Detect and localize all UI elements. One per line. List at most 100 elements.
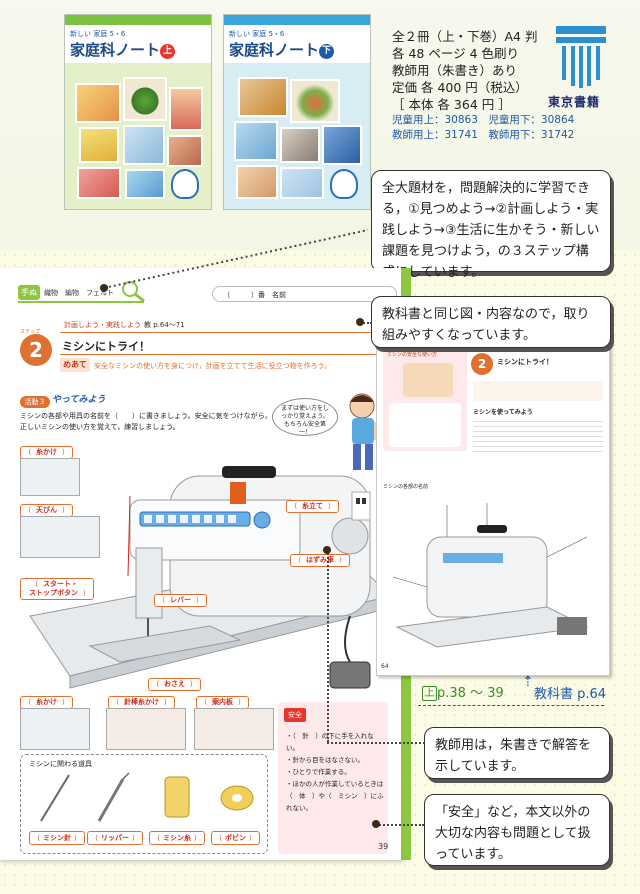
meate-label: めあて	[60, 358, 90, 372]
callout-same-content: 教科書と同じ図・内容なので，取り組みやすくなっています。	[371, 296, 611, 348]
tool-label: （ミシン糸）	[149, 831, 205, 845]
textbook-ref: 教 p.64〜71	[144, 321, 185, 329]
ref-underline	[418, 705, 604, 706]
inset-machine-diagram	[392, 503, 589, 648]
detail-photo	[20, 458, 80, 496]
tools-title: ミシンに関わる道具	[29, 760, 92, 768]
product-codes: 児童用上：30863 児童用下：30864 教師用上：31741 教師用下：31…	[392, 113, 574, 143]
cover-photo	[290, 79, 340, 123]
safety-list: ・（ 針 ）の下に手を入れない。 ・針から目をはなさない。 ・ひとりで作業する。…	[286, 730, 384, 814]
detail-photo	[20, 708, 90, 750]
part-label: （糸かけ）	[20, 446, 73, 459]
part-answer: 糸かけ	[36, 448, 57, 456]
cover-photo	[238, 77, 288, 117]
cover-photo	[167, 135, 203, 167]
inset-illustration	[389, 403, 461, 447]
part-answer: スタート・	[43, 580, 78, 588]
bobbin-icon	[220, 785, 254, 811]
cover-photo	[280, 167, 324, 199]
instruction-line: ミシンの各部や用具の名前を（ ）に書きましょう。安全に気をつけながら，	[20, 412, 272, 420]
connector-line	[360, 322, 372, 324]
safety-item: ・針から目をはなさない。	[286, 756, 364, 764]
step-number-badge: 2	[20, 334, 52, 366]
cover-title: 家庭科ノート下	[229, 39, 365, 60]
part-answer: おさえ	[164, 680, 185, 688]
inset-title: ミシンにトライ！	[497, 358, 553, 366]
cover-title-text: 家庭科ノート	[70, 41, 161, 59]
topic-tab-badge: 手ぬ	[18, 285, 40, 300]
code-line: 児童用上：30863 児童用下：30864	[392, 114, 575, 126]
publisher-name: 東京書籍	[548, 95, 601, 109]
callout-text: 教科書と同じ図・内容なので，取り組みやすくなっています。	[382, 307, 590, 343]
mascot-icon	[171, 169, 199, 199]
cover-photo	[77, 167, 121, 199]
mascot-icon	[330, 169, 358, 199]
thread-spool-icon	[164, 776, 190, 818]
cover-photo	[236, 165, 278, 199]
inset-safety-panel: ミシンの安全な使い方	[383, 347, 467, 451]
volume-badge: 下	[319, 44, 335, 59]
connector-line	[103, 229, 369, 289]
part-label: （おさえ）	[148, 678, 201, 691]
callout-text: 教師用は，朱書きで解答を示しています。	[435, 738, 592, 774]
publisher-logo-icon	[556, 26, 606, 88]
connector-line	[327, 550, 329, 742]
inset-page-number: 64	[381, 663, 389, 670]
tool-label: （ミシン針）	[29, 831, 85, 845]
textbook-inset: 計画しよう・実践しよう ミシンの安全な使い方 2 ミシンにトライ！ ミシンを使っ…	[376, 336, 610, 676]
inset-subtitle: ミシンの各部の名前	[383, 484, 429, 490]
tool-answer: リッパー	[101, 834, 129, 842]
safety-box: 安全 ・（ 針 ）の下に手を入れない。 ・針から目をはなさない。 ・ひとりで作業…	[278, 702, 388, 854]
callout-safety-content: 「安全」など，本文以外の大切な内容も問題として扱っています。	[424, 794, 610, 866]
cover-photo	[169, 87, 203, 131]
detail-photo	[194, 708, 274, 750]
safety-item: ・ほかの人が作業しているときは（ 体 ）や（ ミシン ）にふれない。	[286, 780, 384, 812]
tool-label: （ボビン）	[211, 831, 260, 845]
worksheet-page: 手ぬ 織物 編物 フェルト （ ）番 名前 計画しよう・実践しよう 教 p.64…	[0, 268, 404, 860]
connector-line	[327, 742, 425, 744]
yatte-label: やってみよう	[52, 395, 106, 405]
part-answer: 針棒糸かけ	[124, 698, 159, 706]
part-answer: はずみ車	[306, 556, 334, 564]
inset-subtitle: ミシンを使ってみよう	[473, 409, 533, 416]
part-answer: 天びん	[36, 506, 57, 514]
safety-item: ・ひとりで作業する。	[286, 768, 351, 776]
note-ref-badge: 上	[422, 686, 437, 701]
tool-label: （リッパー）	[87, 831, 143, 845]
volume-badge: 上	[160, 44, 176, 59]
part-answer: 糸立て	[302, 502, 323, 510]
part-label: （はずみ車）	[290, 554, 350, 567]
cover-photo	[322, 125, 362, 165]
step-label: ステップ	[20, 329, 41, 335]
inset-goal	[473, 381, 603, 401]
cover-photo	[79, 127, 119, 163]
connector-dot	[323, 546, 331, 554]
sewing-needle-icon	[40, 774, 70, 822]
inset-illustration	[403, 363, 453, 397]
tool-answer: ミシン針	[43, 834, 71, 842]
cover-photo-collage	[75, 77, 203, 201]
spec-line: 定価 各 400 円（税込）	[392, 80, 528, 95]
connector-dot	[100, 284, 108, 292]
name-field[interactable]: （ ）番 名前	[212, 286, 397, 302]
textbook-page-ref: 教科書 p.64	[534, 687, 607, 702]
spec-line: 各 48 ページ 4 色刷り	[392, 46, 520, 61]
topic-tab: 手ぬ 織物 編物 フェルト	[18, 285, 168, 301]
page-title: ミシンにトライ！	[62, 340, 150, 353]
cover-upper-volume: 新しい 家庭 5・6 家庭科ノート上	[64, 14, 212, 210]
cover-photo	[123, 125, 165, 165]
safety-label: 安全	[284, 708, 306, 722]
part-label: （スタート・ストップボタン）	[20, 578, 94, 600]
meate-text: 安全なミシンの使い方を身につけ，計画を立てて生活に役立つ物を作ろう。	[94, 362, 332, 370]
topic-underline	[18, 301, 144, 303]
page-number: 39	[378, 842, 389, 851]
topic-tab-items: 織物 編物 フェルト	[44, 289, 114, 297]
cover-photo-collage	[234, 77, 362, 201]
title-rule	[60, 354, 400, 355]
connector-dot	[372, 820, 380, 828]
speech-bubble: まずは使い方をしっかり覚えよう。もちろん安全第一！	[272, 398, 338, 436]
arrow-up-icon: ⇡	[522, 674, 534, 690]
inset-body-text	[473, 417, 603, 453]
part-answer: 糸かけ	[36, 698, 57, 706]
